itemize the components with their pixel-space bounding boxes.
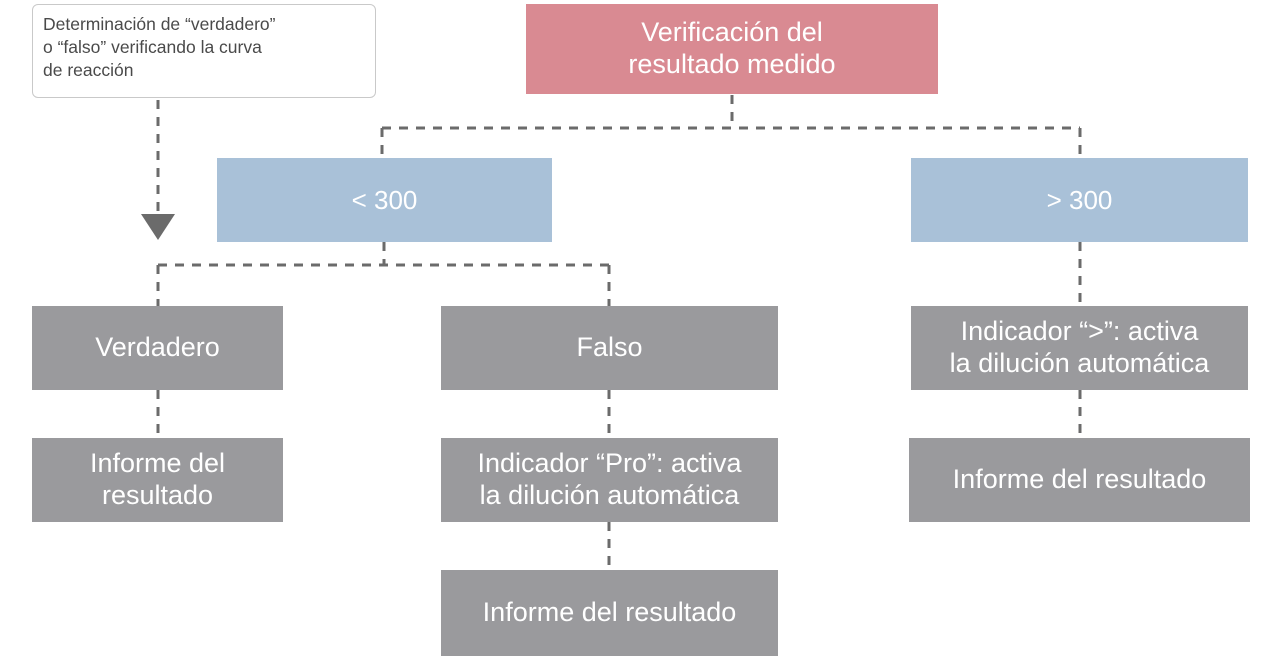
node-informe-resultado-izquierda-label: Informe del resultado (89, 448, 226, 510)
node-menor-300-label: < 300 (351, 184, 418, 215)
determination-note-text: Determinación de “verdadero” o “falso” v… (43, 14, 276, 80)
node-verdadero[interactable]: Verdadero (32, 306, 283, 390)
node-falso-label: Falso (576, 332, 643, 363)
node-indicador-mayor-dilucion-label: Indicador “>”: activa la dilución automá… (949, 316, 1210, 378)
node-indicador-mayor-dilucion[interactable]: Indicador “>”: activa la dilución automá… (911, 306, 1248, 390)
node-verificacion-resultado-medido-label: Verificación del resultado medido (628, 17, 836, 79)
node-informe-resultado-derecha[interactable]: Informe del resultado (909, 438, 1250, 522)
node-falso[interactable]: Falso (441, 306, 778, 390)
node-indicador-pro-dilucion-label: Indicador “Pro”: activa la dilución auto… (477, 448, 742, 510)
node-verificacion-resultado-medido[interactable]: Verificación del resultado medido (526, 4, 938, 94)
node-mayor-300[interactable]: > 300 (911, 158, 1248, 242)
determination-note: Determinación de “verdadero” o “falso” v… (32, 4, 376, 98)
node-informe-resultado-centro[interactable]: Informe del resultado (441, 570, 778, 656)
node-menor-300[interactable]: < 300 (217, 158, 552, 242)
node-verdadero-label: Verdadero (95, 332, 220, 363)
node-informe-resultado-derecha-label: Informe del resultado (952, 464, 1207, 495)
node-indicador-pro-dilucion[interactable]: Indicador “Pro”: activa la dilución auto… (441, 438, 778, 522)
node-mayor-300-label: > 300 (1046, 184, 1113, 215)
node-informe-resultado-centro-label: Informe del resultado (482, 597, 737, 628)
arrowhead-down (141, 214, 175, 240)
node-informe-resultado-izquierda[interactable]: Informe del resultado (32, 438, 283, 522)
